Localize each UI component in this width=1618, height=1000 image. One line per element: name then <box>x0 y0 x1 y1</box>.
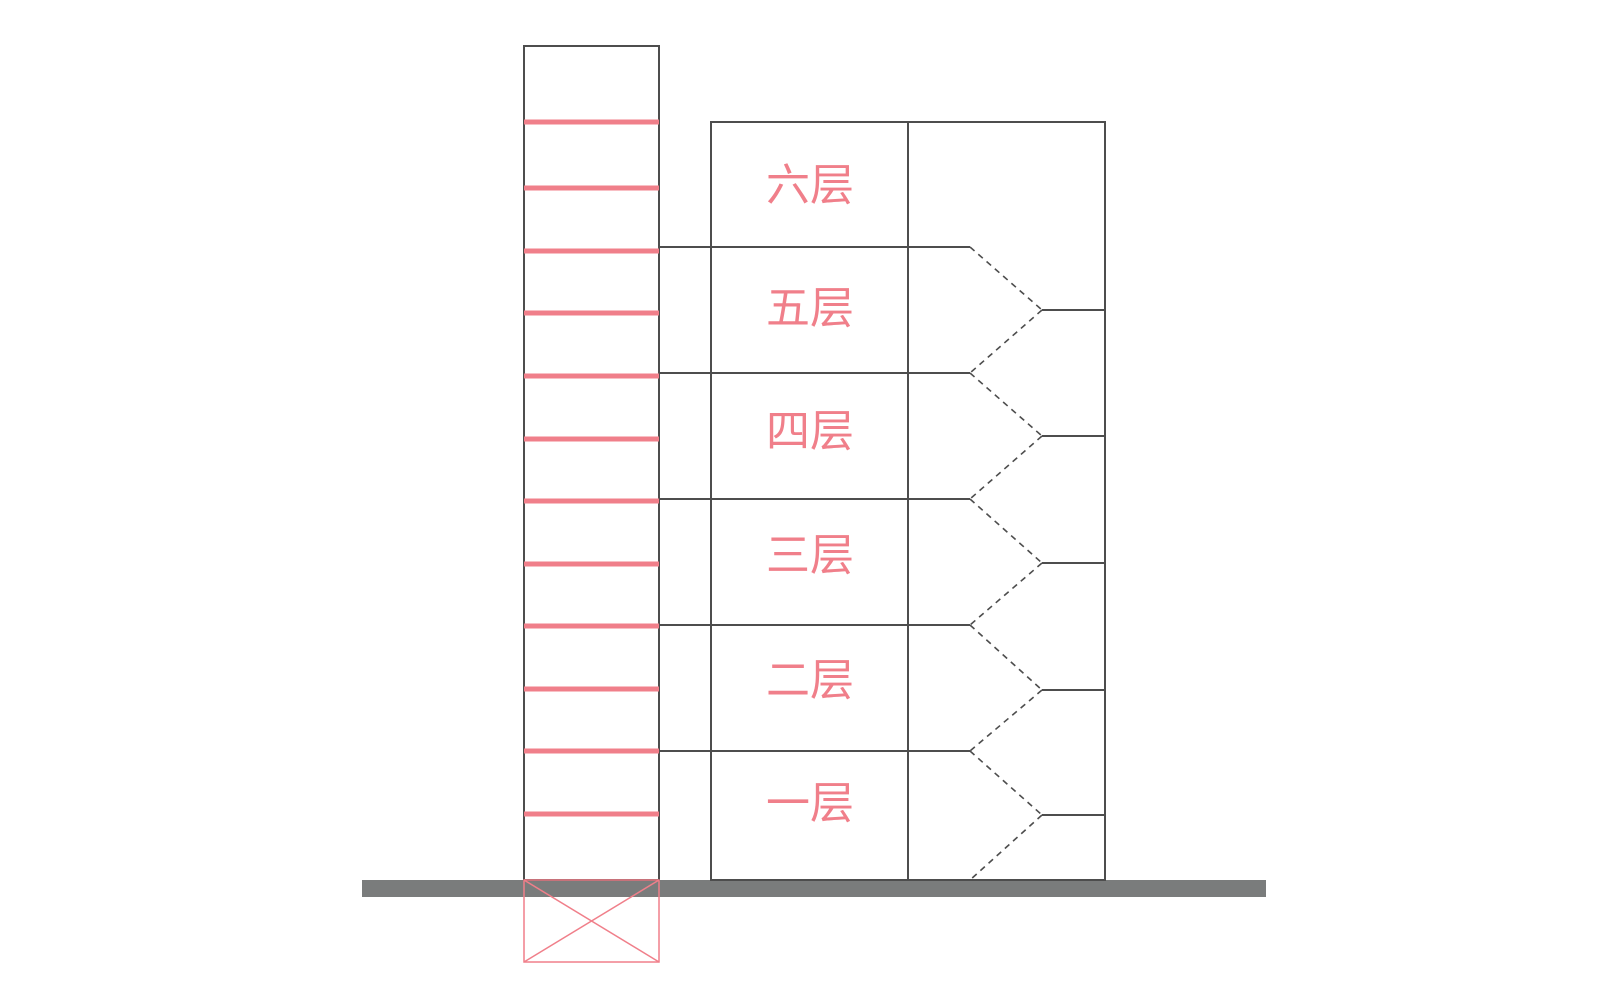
stair-flight <box>969 435 1043 500</box>
ground-slab <box>362 880 1266 897</box>
floor-label-2: 二层 <box>766 655 854 706</box>
stair-flight <box>969 689 1043 752</box>
floor-label-5: 五层 <box>766 283 854 334</box>
floor-label-6: 六层 <box>766 160 854 211</box>
stair-flight <box>969 750 1043 816</box>
stair-flight <box>969 498 1043 564</box>
floor-slab-lines <box>659 246 970 752</box>
stair-flight <box>969 814 1043 881</box>
floor-label-3: 三层 <box>766 530 854 581</box>
stair-flight <box>969 246 1043 311</box>
elevator-shaft <box>523 45 660 881</box>
stair-flight <box>969 562 1043 626</box>
stair-flight <box>969 372 1043 437</box>
stair-flight <box>969 309 1043 374</box>
floor-label-4: 四层 <box>766 406 854 457</box>
elevator-pit <box>523 879 660 963</box>
stair-flights <box>969 246 1105 881</box>
elevator-pit-cross-2 <box>523 879 660 963</box>
elevator-pit-outline <box>523 879 660 963</box>
shaft-landing-lines <box>524 119 659 817</box>
floor-label-1: 一层 <box>766 778 854 829</box>
stair-flight <box>969 624 1043 691</box>
floor-labels: 一层 二层 三层 四层 五层 六层 <box>766 160 854 829</box>
